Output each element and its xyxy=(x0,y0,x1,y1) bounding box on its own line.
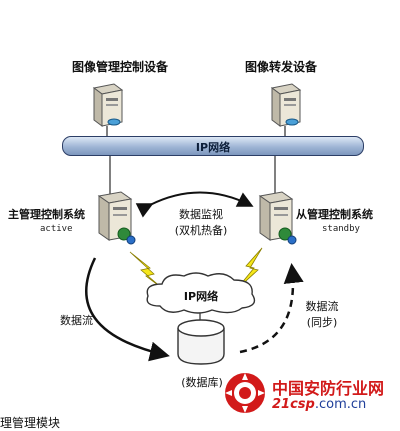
ip-cloud xyxy=(146,272,256,314)
database-icon xyxy=(177,319,225,365)
watermark-domain-suffix: .com.cn xyxy=(314,397,367,412)
monitor-arrow xyxy=(135,191,254,218)
ip-network-backbone: IP网络 xyxy=(62,136,364,156)
main-system-status: active xyxy=(40,224,73,234)
right-flow-sub-label: (同步) xyxy=(306,316,338,329)
standby-system-label: 从管理控制系统 xyxy=(296,208,373,221)
right-flow-arrow xyxy=(239,263,304,354)
left-flow-arrow xyxy=(85,257,170,362)
image-forward-server-icon xyxy=(270,83,302,127)
watermark-domain: 21csp.com.cn xyxy=(272,397,366,412)
backbone-label: IP网络 xyxy=(195,141,231,154)
monitor-label: 数据监视 xyxy=(179,208,223,221)
watermark-domain-prefix: 21csp xyxy=(272,397,315,412)
standby-system-server-icon xyxy=(258,191,297,245)
image-mgmt-device-label: 图像管理控制设备 xyxy=(72,60,169,74)
image-mgmt-server-icon xyxy=(92,83,124,127)
left-flow-label: 数据流 xyxy=(60,314,93,327)
monitor-sub-label: (双机热备) xyxy=(174,224,228,237)
main-system-label: 主管理控制系统 xyxy=(8,208,85,221)
main-system-server-icon xyxy=(97,191,136,245)
watermark-title: 中国安防行业网 xyxy=(272,379,385,398)
image-forward-device-label: 图像转发设备 xyxy=(245,60,318,74)
footer-caption: 理管理模块 xyxy=(0,416,61,430)
database-label: (数据库) xyxy=(181,376,223,389)
csp-logo-icon xyxy=(225,373,265,413)
right-flow-label: 数据流 xyxy=(305,300,339,313)
cloud-label: IP网络 xyxy=(183,290,219,303)
standby-system-status: standby xyxy=(322,224,360,234)
